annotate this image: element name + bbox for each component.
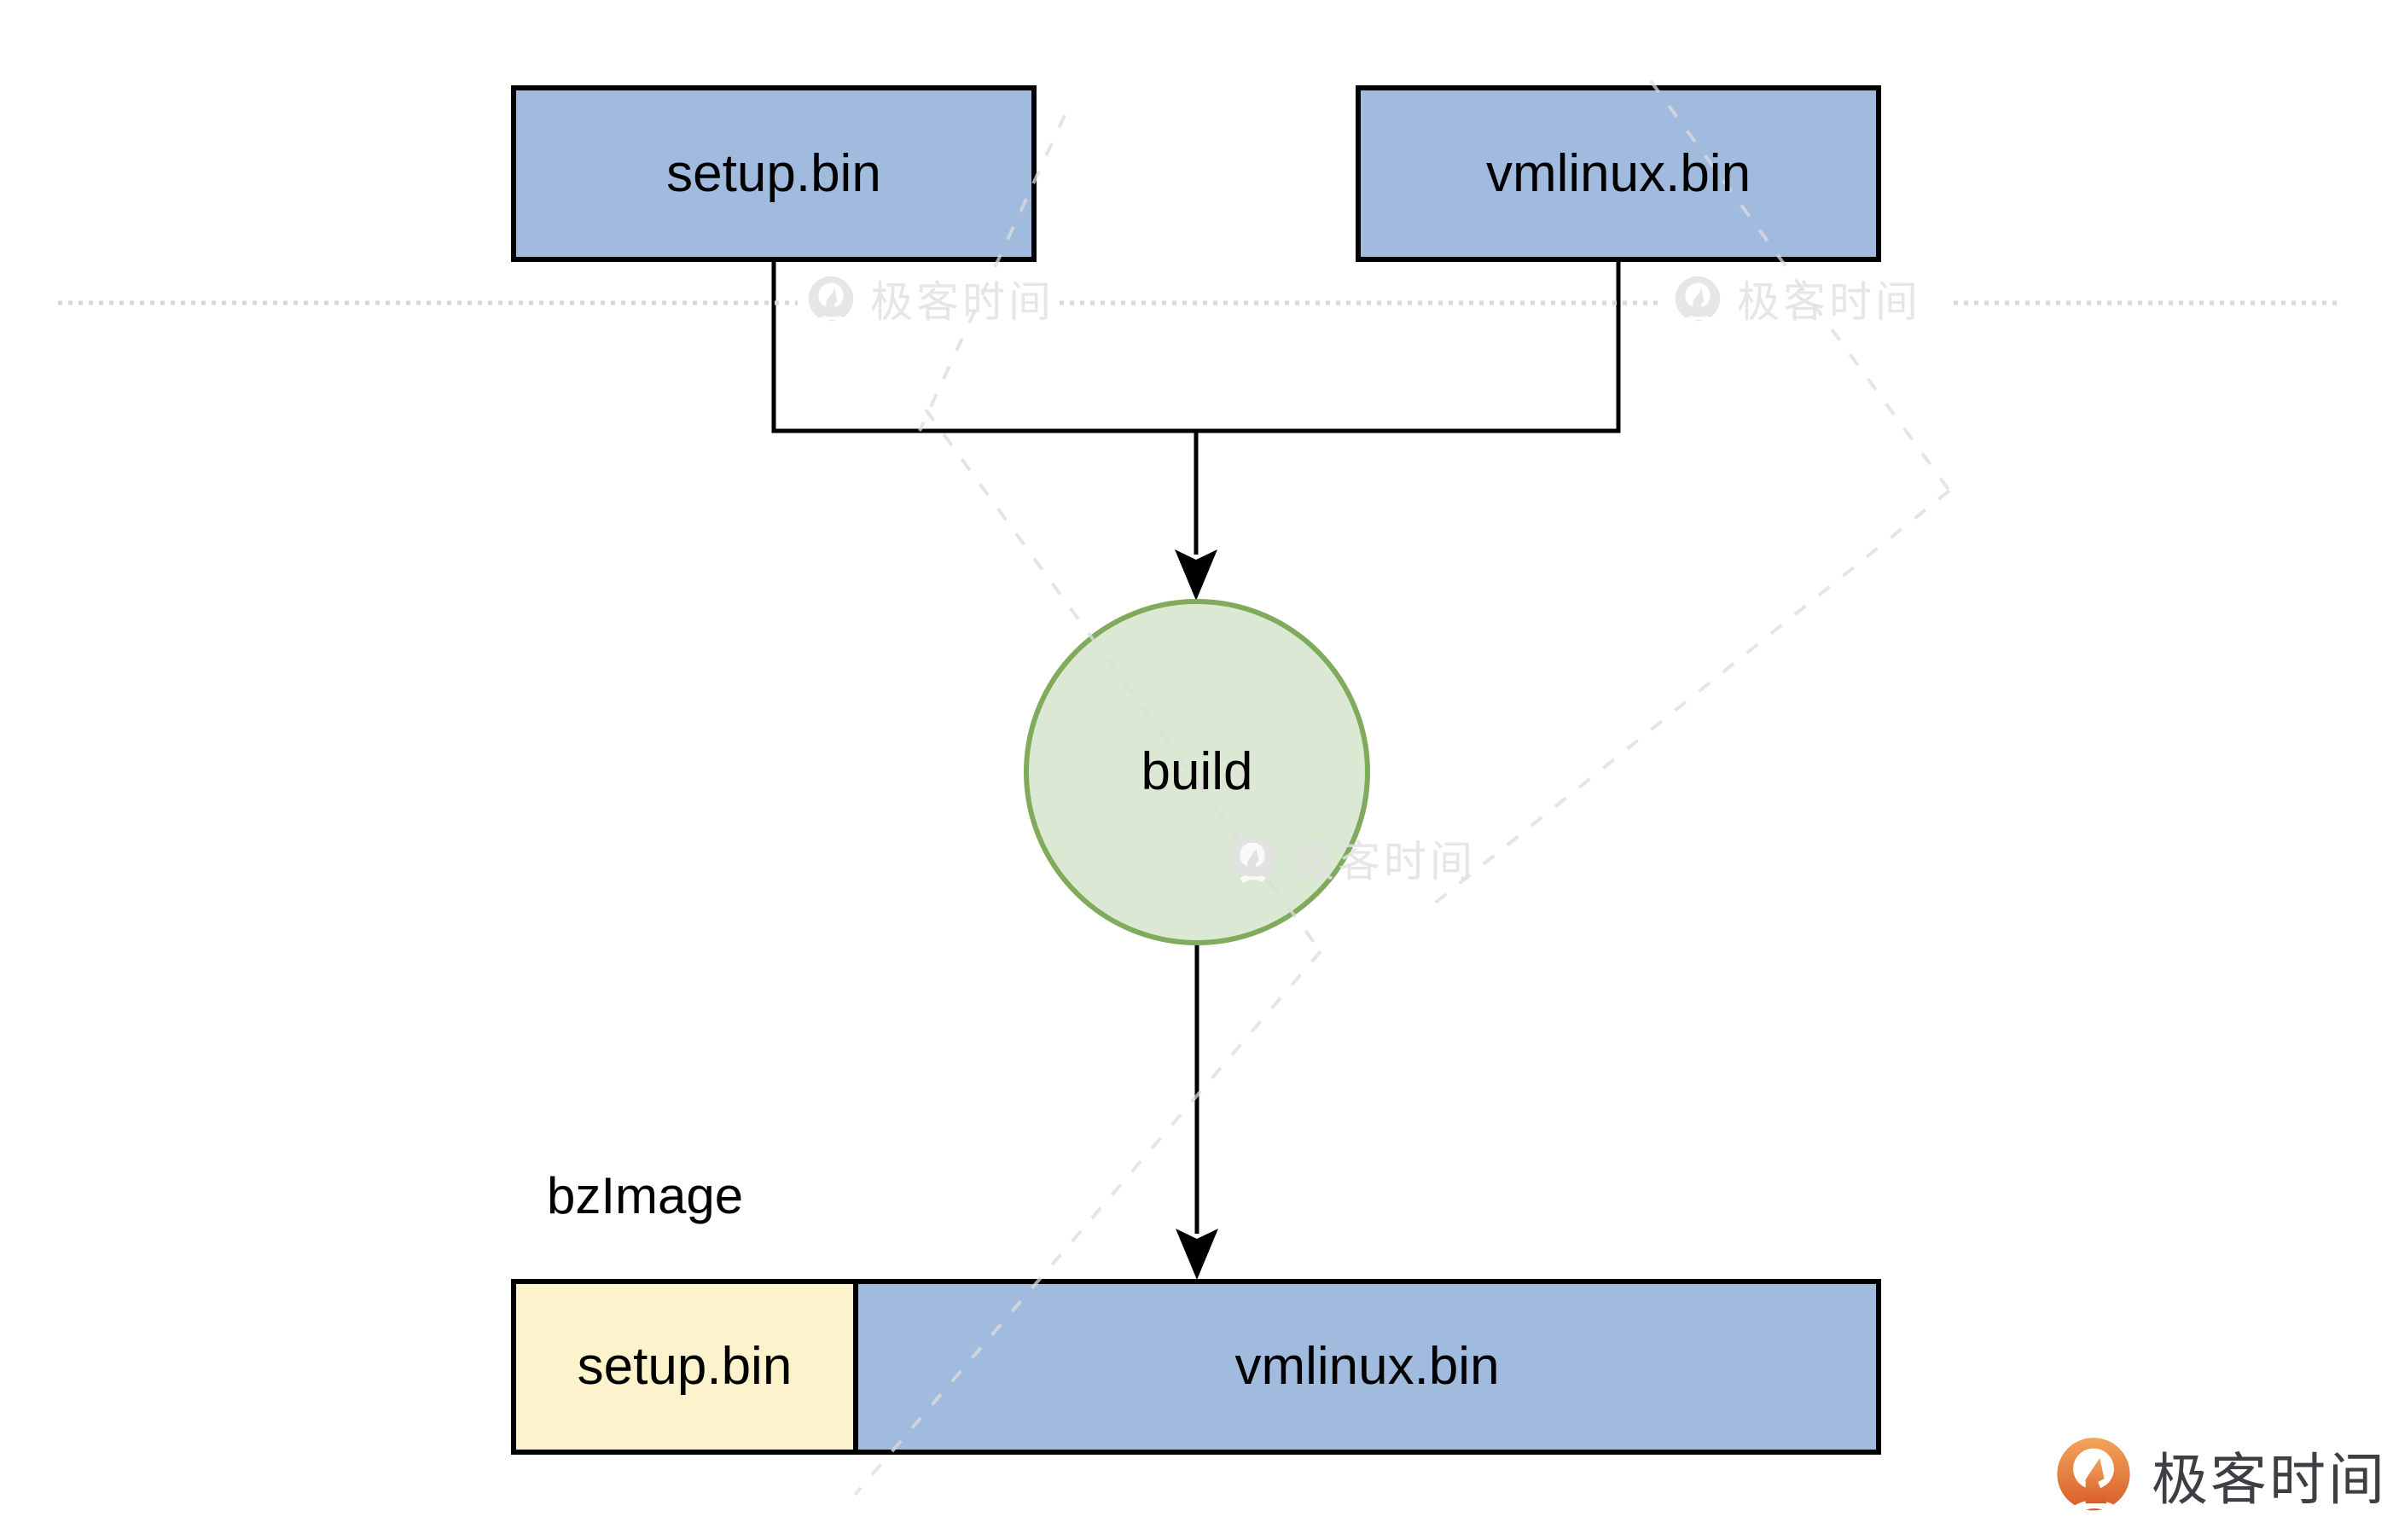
watermark-top-left: 极客时间 [804,275,1054,329]
watermark-text: 极客时间 [870,278,1054,326]
geektime-watermark-icon [1670,275,1725,329]
bzimage-vmlinux-segment [853,1279,1881,1455]
bzimage-caption: bzImage [547,1167,744,1224]
build-circle [1024,599,1370,945]
arrowhead-to-bzimage [1176,1229,1218,1280]
setup-bin-box [511,85,1037,262]
geektime-watermark-icon [804,275,858,329]
vmlinux-bin-box [1356,85,1881,262]
arrowhead-to-build [1175,549,1217,601]
geektime-brand-text: 极客时间 [2152,1448,2387,1511]
geektime-brand-footer: 极客时间 [2049,1435,2387,1524]
bzimage-setup-segment [511,1279,858,1455]
watermark-text: 极客时间 [1292,838,1476,886]
geektime-logo-icon [2057,1438,2130,1514]
watermark-top-right: 极客时间 [1670,275,1921,329]
watermark-middle: 极客时间 [1225,834,1476,889]
watermark-text: 极客时间 [1737,278,1921,326]
geektime-watermark-icon [1225,834,1280,889]
